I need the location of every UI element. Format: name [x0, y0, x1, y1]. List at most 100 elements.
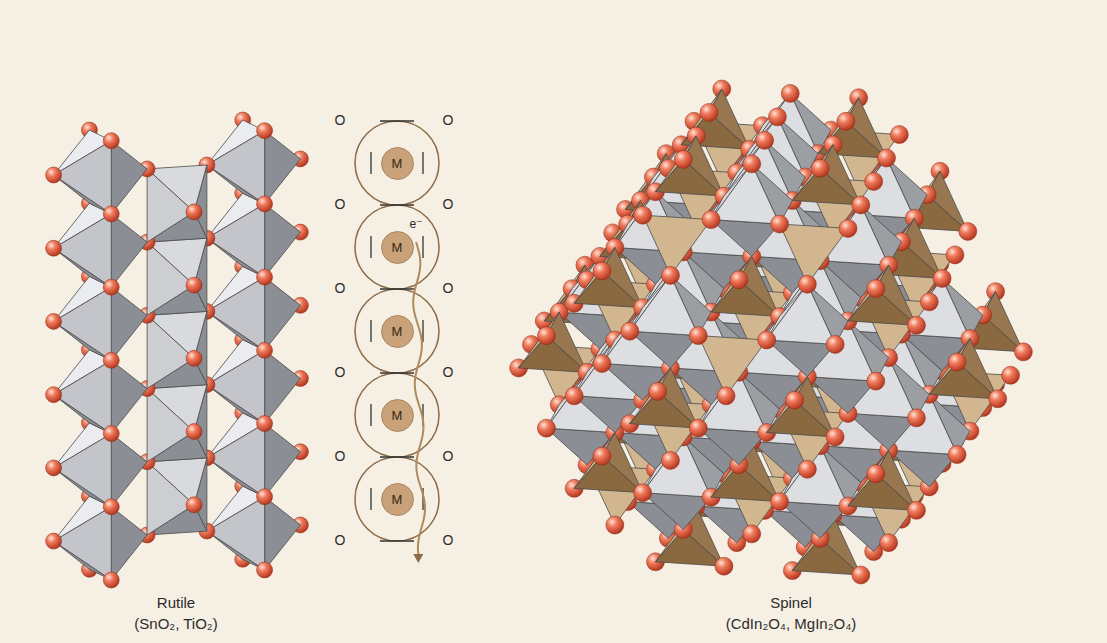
orbital-circle — [355, 121, 439, 205]
oxygen-atom — [257, 269, 273, 285]
oxygen-atom — [593, 447, 611, 465]
oxygen-atom — [621, 322, 639, 340]
octahedron-face — [147, 389, 194, 462]
oxygen-atom — [186, 277, 202, 293]
bond-bar — [422, 152, 423, 174]
oxygen-label: O — [443, 281, 454, 296]
oxygen-atom — [771, 493, 789, 511]
octahedron-face — [147, 315, 194, 388]
oxygen-label-text: O — [443, 196, 454, 212]
oxygen-label-text: O — [443, 364, 454, 380]
octahedron-face — [111, 360, 147, 433]
octahedron-face — [848, 413, 916, 450]
octahedron-face — [780, 502, 849, 539]
oxygen-atom — [103, 572, 119, 588]
bond-bar — [380, 204, 414, 205]
metal-ion: M — [381, 399, 414, 432]
oxygen-atom — [758, 331, 776, 349]
conduction-schematic — [355, 121, 439, 563]
oxygen-atom — [959, 222, 977, 240]
bond-bar — [422, 320, 423, 342]
octahedron-face — [265, 204, 301, 277]
oxygen-atom — [948, 446, 966, 464]
oxygen-atom — [798, 275, 816, 293]
octahedron-face — [111, 434, 147, 507]
oxygen-atom — [537, 327, 555, 345]
octahedron-face — [207, 497, 265, 570]
oxygen-atom — [1014, 343, 1032, 361]
octahedron-face — [54, 141, 112, 214]
oxygen-atom — [920, 293, 938, 311]
oxygen-label: O — [335, 533, 346, 548]
octahedron-face — [207, 277, 265, 350]
ion-disc-shape — [381, 147, 413, 179]
oxygen-atom — [933, 269, 951, 287]
electron-label: e⁻ — [409, 218, 422, 231]
octahedron-face — [111, 141, 147, 214]
octahedron-face — [111, 287, 147, 360]
octahedron-face — [54, 214, 112, 287]
oxygen-atom — [798, 460, 816, 478]
oxygen-atom — [46, 533, 62, 549]
metal-ion: M — [381, 147, 414, 180]
arrowhead — [413, 554, 423, 563]
oxygen-atom — [715, 557, 733, 575]
ion-disc-shape — [381, 399, 413, 431]
rutile-structure — [46, 112, 309, 588]
structure-name: Spinel — [770, 595, 812, 612]
octahedron-face — [265, 350, 301, 423]
octahedron-face — [711, 164, 779, 224]
oxygen-atom — [907, 409, 925, 427]
oxygen-atom — [948, 353, 966, 371]
orbital-circle — [355, 373, 439, 457]
formula-label-text: (CdIn₂O₄, MgIn₂O₄) — [726, 615, 857, 632]
oxygen-label: O — [443, 197, 454, 212]
bond-bar — [380, 456, 414, 457]
tetrahedron-face — [643, 215, 711, 275]
oxygen-atom — [880, 534, 898, 552]
bond-bar — [370, 320, 371, 342]
bond-bar — [370, 404, 371, 426]
octahedron-face — [207, 204, 265, 277]
octahedron-face — [711, 220, 779, 257]
oxygen-label-text: O — [335, 364, 346, 380]
oxygen-label: O — [335, 365, 346, 380]
octahedron-face — [111, 214, 147, 287]
octahedron-face — [147, 462, 194, 535]
oxygen-atom — [826, 428, 844, 446]
oxygen-atom — [257, 562, 273, 578]
structure-name-text: Rutile — [157, 594, 195, 611]
oxygen-atom — [186, 350, 202, 366]
octahedron-face — [265, 497, 301, 570]
oxygen-atom — [661, 451, 679, 469]
oxygen-atom — [257, 489, 273, 505]
octahedron-face — [630, 275, 699, 335]
oxygen-label-text: O — [335, 280, 346, 296]
bond-bar — [422, 236, 423, 258]
oxygen-atom — [867, 372, 885, 390]
oxygen-label: O — [443, 113, 454, 128]
formula-label: (CdIn₂O₄, MgIn₂O₄) — [726, 616, 857, 633]
octahedron-face — [54, 507, 112, 580]
oxygen-atom — [768, 108, 786, 126]
oxygen-atom — [257, 416, 273, 432]
oxygen-atom — [702, 211, 720, 229]
oxygen-atom — [103, 499, 119, 515]
oxygen-atom — [689, 327, 707, 345]
ion-symbol: M — [392, 492, 403, 507]
bond-bar — [380, 540, 414, 541]
oxygen-atom — [811, 159, 829, 177]
ion-symbol: M — [392, 324, 403, 339]
octahedron-face — [207, 131, 265, 204]
oxygen-label-text: O — [443, 112, 454, 128]
oxygen-atom — [730, 271, 748, 289]
oxygen-atom — [103, 352, 119, 368]
oxygen-label-text: O — [335, 532, 346, 548]
ion-symbol: M — [392, 240, 403, 255]
oxygen-label-text: O — [335, 448, 346, 464]
oxygen-atom — [46, 313, 62, 329]
oxygen-label: O — [335, 281, 346, 296]
electron-label-text: e⁻ — [409, 217, 422, 231]
octahedron-face — [207, 350, 265, 423]
